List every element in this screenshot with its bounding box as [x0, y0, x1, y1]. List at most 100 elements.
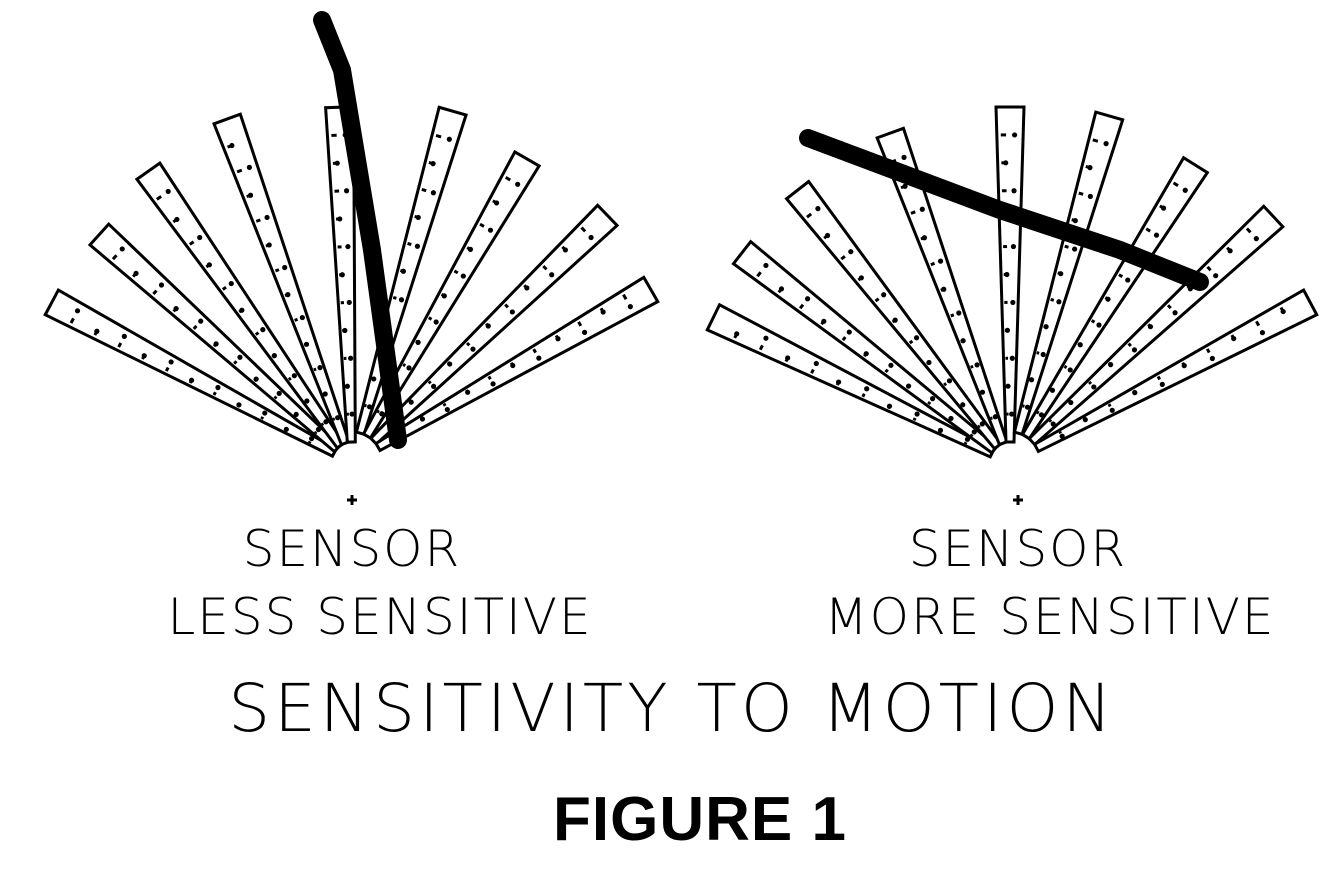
left-zone-tick: [420, 416, 424, 421]
left-zone-tick: [622, 293, 628, 300]
right-zone-tick: [1166, 304, 1172, 310]
right-zone-tick: [1172, 181, 1179, 187]
left-zone-tick: [504, 303, 509, 309]
sensitivity-label-left: LESS SENSITIVE: [167, 588, 593, 646]
right-zone-tick: [1088, 380, 1093, 385]
left-zone-dot: [536, 355, 542, 361]
right-zone-tick: [1226, 246, 1232, 253]
right-zone-dot: [974, 362, 980, 368]
right-zone-tick: [1043, 324, 1047, 329]
right-zone-dot: [1172, 310, 1178, 316]
left-zone-dot: [335, 415, 341, 421]
right-motion-path: [799, 129, 1209, 291]
left-zone-tick: [453, 269, 459, 275]
left-zone-tick: [152, 289, 158, 296]
right-zone-tick: [823, 233, 829, 240]
right-zone-4: [875, 126, 1009, 447]
right-zone-tick: [1064, 244, 1069, 249]
right-zone-dot: [1059, 433, 1065, 439]
right-zone-tick: [810, 368, 815, 374]
right-zone-tick: [950, 313, 955, 318]
left-zone-tick: [227, 143, 234, 149]
right-zone-tick: [1071, 218, 1077, 223]
left-zone-dot: [379, 411, 385, 417]
left-zone-tick: [192, 324, 198, 330]
left-zone-dot: [291, 373, 297, 379]
right-zone-tick: [1048, 419, 1053, 423]
left-zone-tick: [580, 226, 587, 233]
right-zone-outline: [1012, 110, 1125, 437]
left-zone-tick: [465, 341, 471, 347]
right-zone-tick: [900, 184, 907, 190]
left-zone-tick: [255, 218, 261, 223]
left-zone-tick: [254, 331, 260, 336]
left-zone-tick: [414, 214, 420, 220]
left-zone-dot: [317, 365, 323, 371]
left-zone-dot: [74, 308, 81, 314]
right-zone-outline: [875, 126, 1009, 447]
right-zone-dot: [1040, 351, 1046, 358]
left-zone-tick: [188, 240, 195, 246]
left-zone-tick: [274, 268, 280, 273]
right-zone-dot: [1096, 322, 1102, 328]
right-zone-dot: [813, 360, 819, 367]
right-zone-dot: [1259, 330, 1266, 336]
right-zone-dot: [815, 206, 821, 212]
right-zone-dot: [864, 386, 870, 392]
left-zone-dot: [366, 404, 373, 410]
left-zone-tick: [371, 376, 375, 381]
left-zone-tick: [294, 317, 299, 322]
right-zone-dot: [1009, 411, 1015, 417]
left-zone-tick: [117, 342, 123, 348]
left-zone-tick: [554, 334, 560, 340]
left-zone-tick: [479, 222, 485, 228]
left-zone-dot: [509, 309, 515, 315]
left-zone-tick: [408, 399, 413, 404]
right-zone-tick: [758, 344, 764, 351]
left-zone-dot: [237, 354, 243, 360]
right-zone-tick: [1206, 265, 1212, 272]
left-zone-tick: [141, 354, 146, 360]
right-zone-tick: [960, 339, 964, 344]
left-zone-tick: [504, 176, 511, 182]
left-zone-tick: [542, 265, 548, 271]
right-zone-tick: [938, 429, 942, 433]
left-zone-tick: [376, 409, 380, 414]
sensor-label-left: SENSOR: [242, 520, 462, 578]
left-zone-tick: [221, 286, 227, 291]
left-zone-tick: [322, 392, 326, 397]
right-zone-dot: [1131, 347, 1138, 353]
panel-less-sensitive: [43, 11, 660, 505]
left-zone-tick: [293, 413, 298, 417]
left-zone-dot: [348, 355, 354, 361]
right-zone-tick: [969, 433, 974, 437]
left-zone-tick: [284, 293, 289, 298]
right-zone-dot: [846, 329, 852, 335]
right-zone-tick: [940, 287, 945, 292]
left-zone-tick: [205, 263, 211, 269]
left-zone-tick: [155, 195, 163, 201]
right-zone-tick: [1078, 191, 1084, 196]
left-zone-dot: [549, 272, 555, 278]
right-zone-tick: [887, 405, 892, 410]
left-zone-dot: [158, 282, 165, 288]
left-zone-tick: [260, 416, 265, 420]
right-zone-6: [1012, 110, 1125, 437]
right-zone-tick: [1090, 319, 1096, 324]
right-zone-tick: [1107, 361, 1112, 366]
left-zone-dot: [487, 227, 494, 233]
right-zone-tick: [1147, 323, 1152, 329]
left-motion-path: [313, 11, 407, 449]
left-zone-dot: [627, 304, 633, 310]
right-zone-tick: [1159, 204, 1165, 210]
left-zone-tick: [233, 360, 238, 365]
right-zone-tick: [1145, 227, 1151, 233]
left-zone-tick: [465, 389, 470, 394]
right-zone-tick: [1058, 430, 1063, 435]
panel-more-sensitive: [705, 105, 1319, 505]
right-zone-tick: [1181, 361, 1186, 367]
left-zone-dot: [444, 406, 450, 413]
left-zone-tick: [304, 399, 308, 404]
right-zone-tick: [1092, 138, 1099, 143]
